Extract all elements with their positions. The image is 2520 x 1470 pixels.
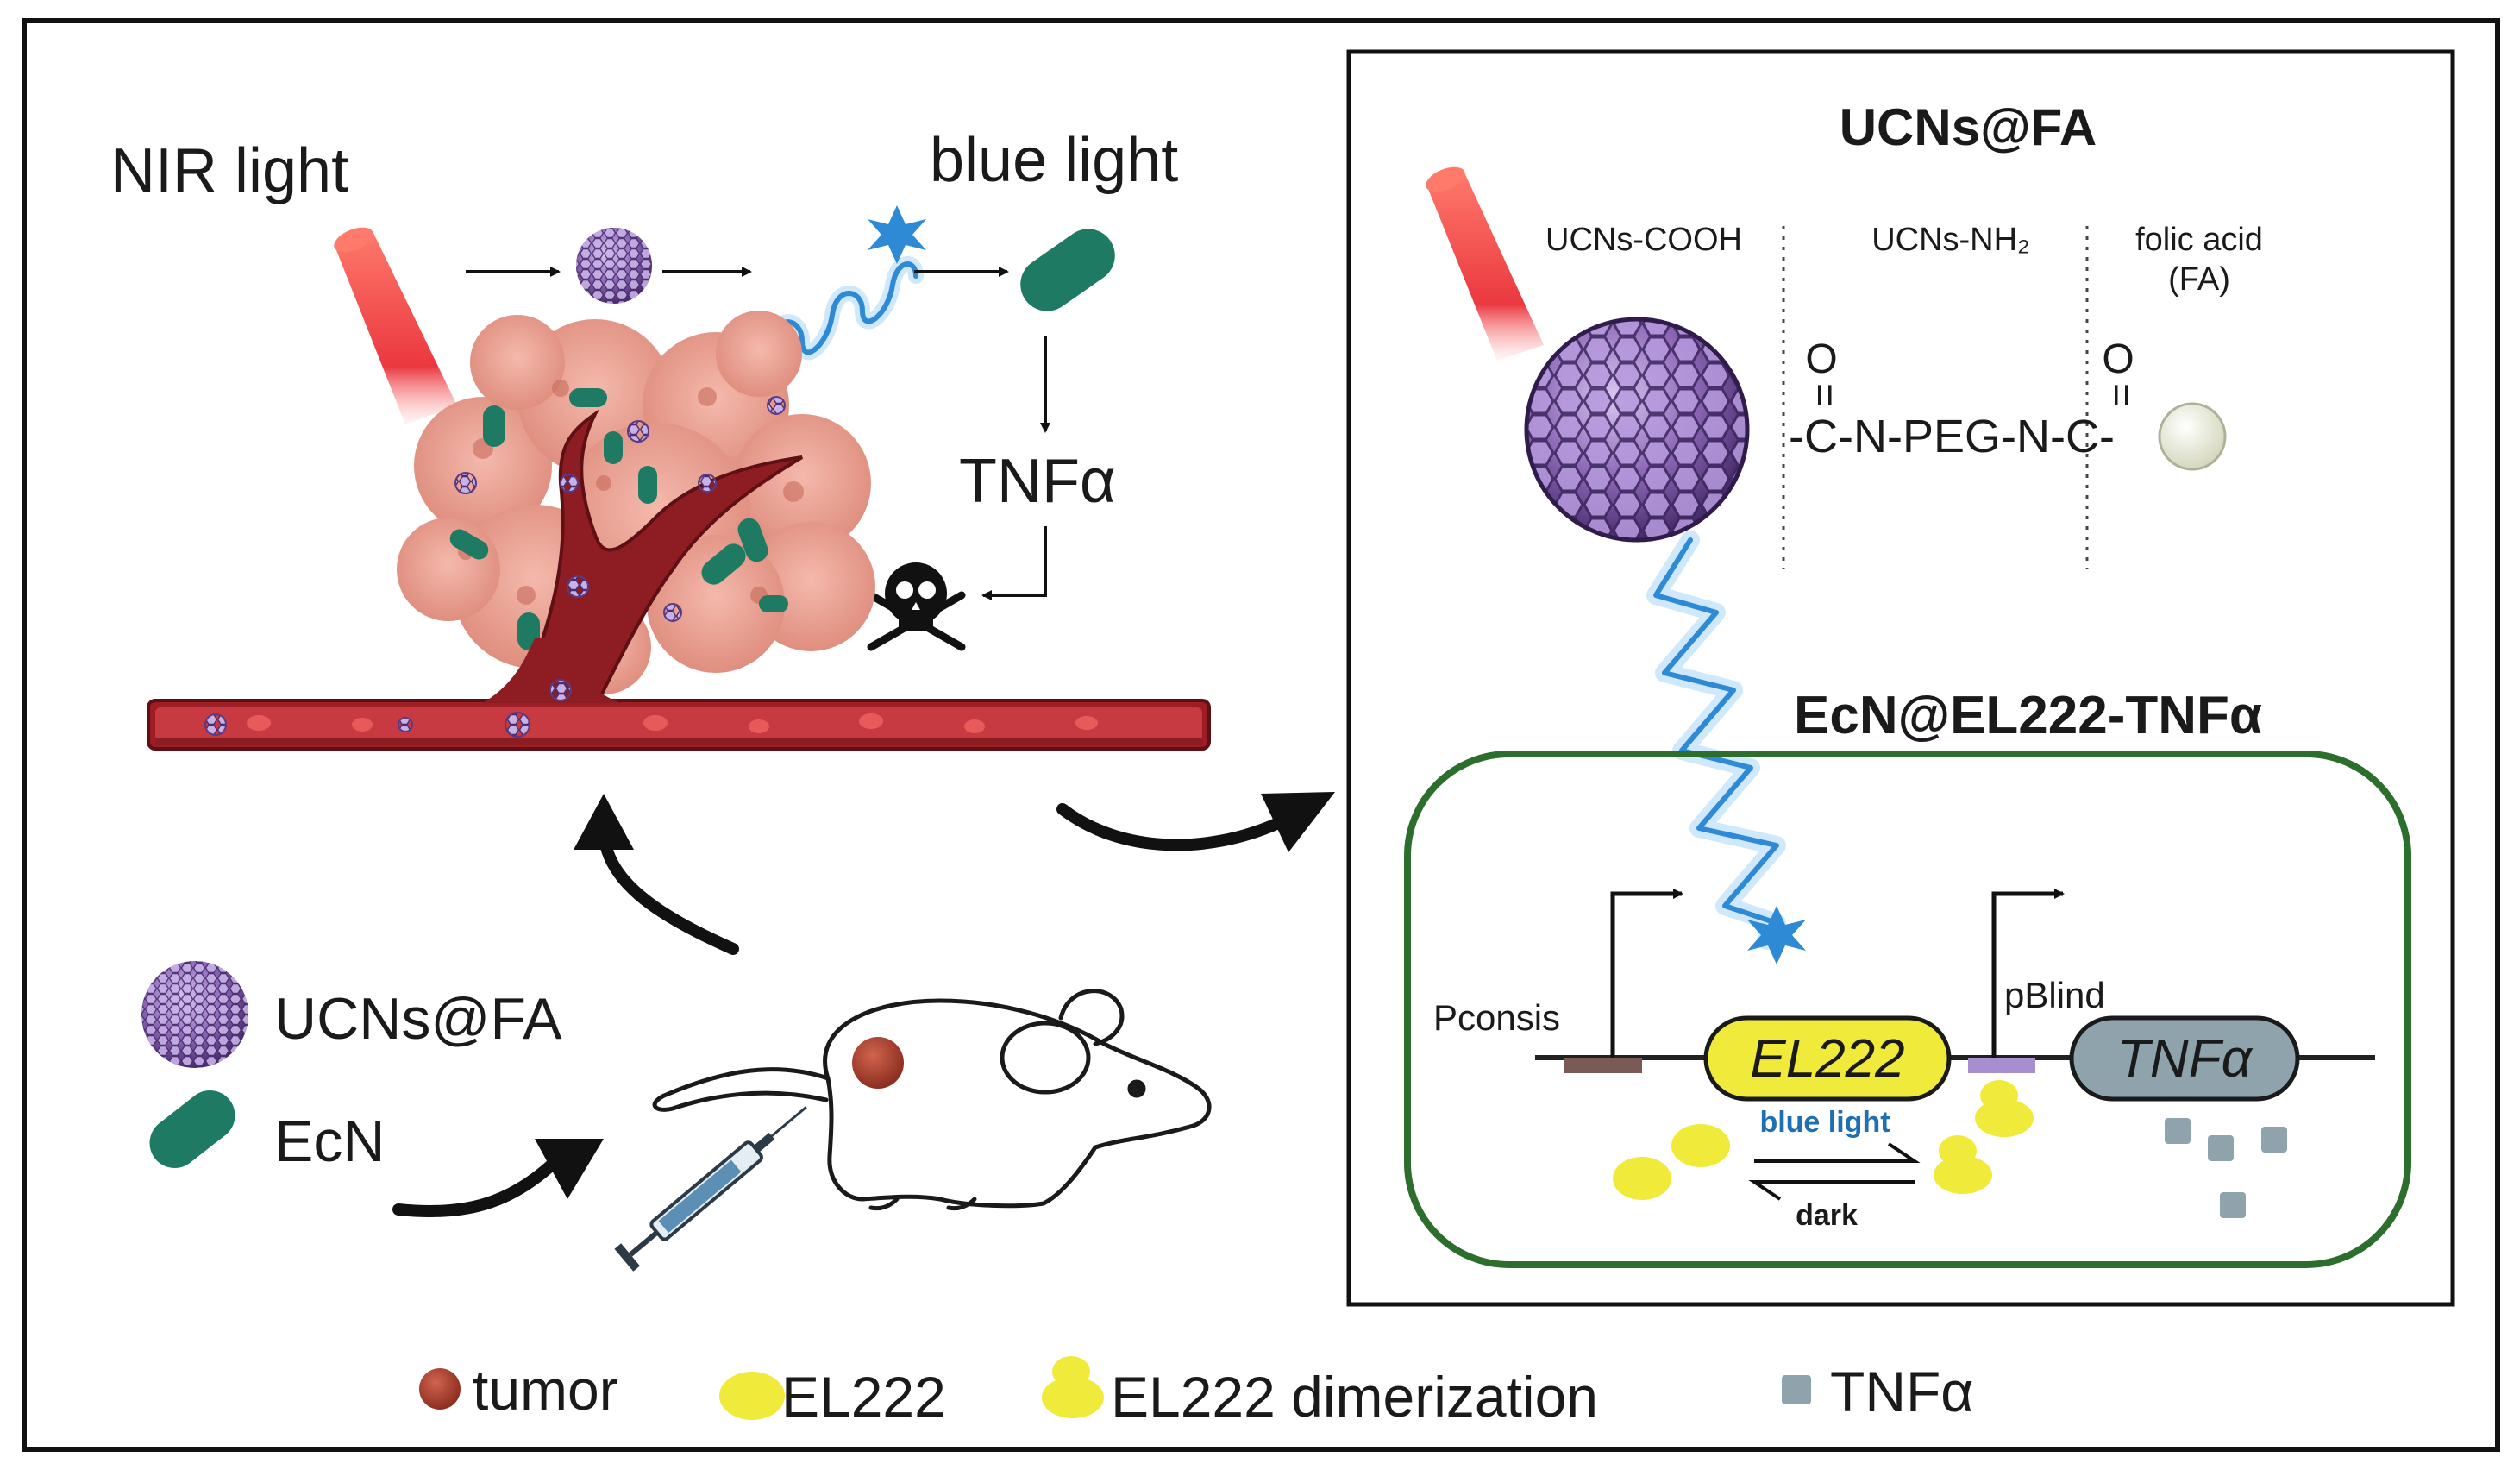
blue-light-small-label: blue light: [1759, 1106, 1890, 1139]
bacterial-cell-outline: [1404, 751, 2411, 1268]
light-burst-icon: [868, 205, 926, 264]
pblind-label: pBlind: [2004, 975, 2105, 1015]
col-label-fa-abbr: (FA): [2168, 261, 2230, 298]
blood-vessel: [147, 638, 1211, 751]
el222-gene: EL222: [1703, 1015, 1952, 1102]
bottom-legend: tumor EL222 EL222 dimerization TNFα: [419, 1356, 1973, 1429]
blue-light-wave-right-icon: [1646, 531, 1806, 964]
legend-el222-icon: [719, 1372, 785, 1420]
ucn-legend-label: UCNs@FA: [274, 986, 562, 1052]
tumor-mass: [397, 311, 875, 694]
pconsis-arrow: [1610, 889, 1683, 1058]
chem-o-2: O: [2102, 336, 2134, 382]
legend-el222-label: EL222: [781, 1365, 946, 1429]
process-arrow-5: [981, 526, 1047, 600]
legend-tumor-label: tumor: [473, 1358, 618, 1422]
tnf-proteins: [2165, 1118, 2287, 1218]
col-label-nh2: UCNs-NH₂: [1871, 222, 2030, 258]
el222-monomers: [1613, 1124, 1730, 1200]
legend-tnf-icon: [1782, 1375, 1811, 1404]
nanoparticle-icon: [576, 228, 652, 304]
col-label-cooh: UCNs-COOH: [1545, 222, 1742, 258]
syringe-icon: [614, 1106, 807, 1272]
left-panel: NIR light blue light TNFα: [110, 126, 1335, 1272]
outer-frame: [22, 18, 2500, 1452]
legend-tumor-icon: [419, 1368, 461, 1410]
chem-chain: -C-N-PEG-N-C-: [1789, 411, 2115, 462]
blue-light-label: blue light: [930, 126, 1178, 195]
ecn-legend-icon: [149, 1090, 235, 1169]
el222-dimers: [1934, 1080, 2034, 1194]
skull-icon: [867, 562, 966, 651]
tnf-gene: TNFα: [2069, 1015, 2300, 1102]
el222-gene-label: EL222: [1750, 1029, 1904, 1089]
chem-eq-1: =: [1802, 383, 1847, 407]
reaction-arrow-reverse: [1748, 1180, 1915, 1201]
col-label-fa: folic acid: [2135, 222, 2263, 258]
pblind-promoter: [1968, 1058, 2035, 1073]
ecn-bacterium-icon: [1020, 229, 1115, 311]
dark-small-label: dark: [1796, 1199, 1858, 1232]
pblind-arrow: [1991, 889, 2065, 1058]
pconsis-label: Pconsis: [1433, 997, 1560, 1038]
right-panel-frame: [1346, 49, 2455, 1307]
mouse-tumor-icon: [852, 1037, 904, 1089]
injection-arrow: [392, 1159, 558, 1217]
chem-o-1: O: [1805, 336, 1837, 382]
folic-acid-icon: [2158, 402, 2227, 471]
legend-tnf-label: TNFα: [1830, 1360, 1973, 1423]
light-burst-right-icon: [1747, 906, 1806, 964]
tnf-label: TNFα: [959, 447, 1116, 516]
cycle-arrow-right: [1056, 803, 1282, 851]
reaction-arrow-forward: [1754, 1142, 1921, 1163]
nir-beam-icon: [334, 227, 457, 424]
nir-beam-right-icon: [1426, 166, 1544, 361]
ecn-legend-label: EcN: [274, 1109, 385, 1174]
right-panel: UCNs@FA UCNs-COOH UCNs-NH₂ folic acid (F…: [1346, 49, 2455, 1307]
pconsis-promoter: [1564, 1058, 1642, 1073]
ucns-fa-title: UCNs@FA: [1840, 98, 2097, 156]
mouse-icon: [652, 989, 1212, 1211]
tumor-bacteria: [449, 388, 788, 650]
tnf-gene-label: TNFα: [2117, 1029, 2254, 1089]
legend-dimer-label: EL222 dimerization: [1111, 1365, 1598, 1429]
nir-light-label: NIR light: [110, 136, 348, 205]
legend-dimer-icon: [1042, 1356, 1104, 1418]
ucn-legend-icon: [141, 961, 248, 1068]
ecn-el222-title: EcN@EL222-TNFα: [1794, 686, 2262, 745]
chem-eq-2: =: [2098, 383, 2144, 407]
ucn-nanoparticle-icon: [1524, 317, 1750, 543]
